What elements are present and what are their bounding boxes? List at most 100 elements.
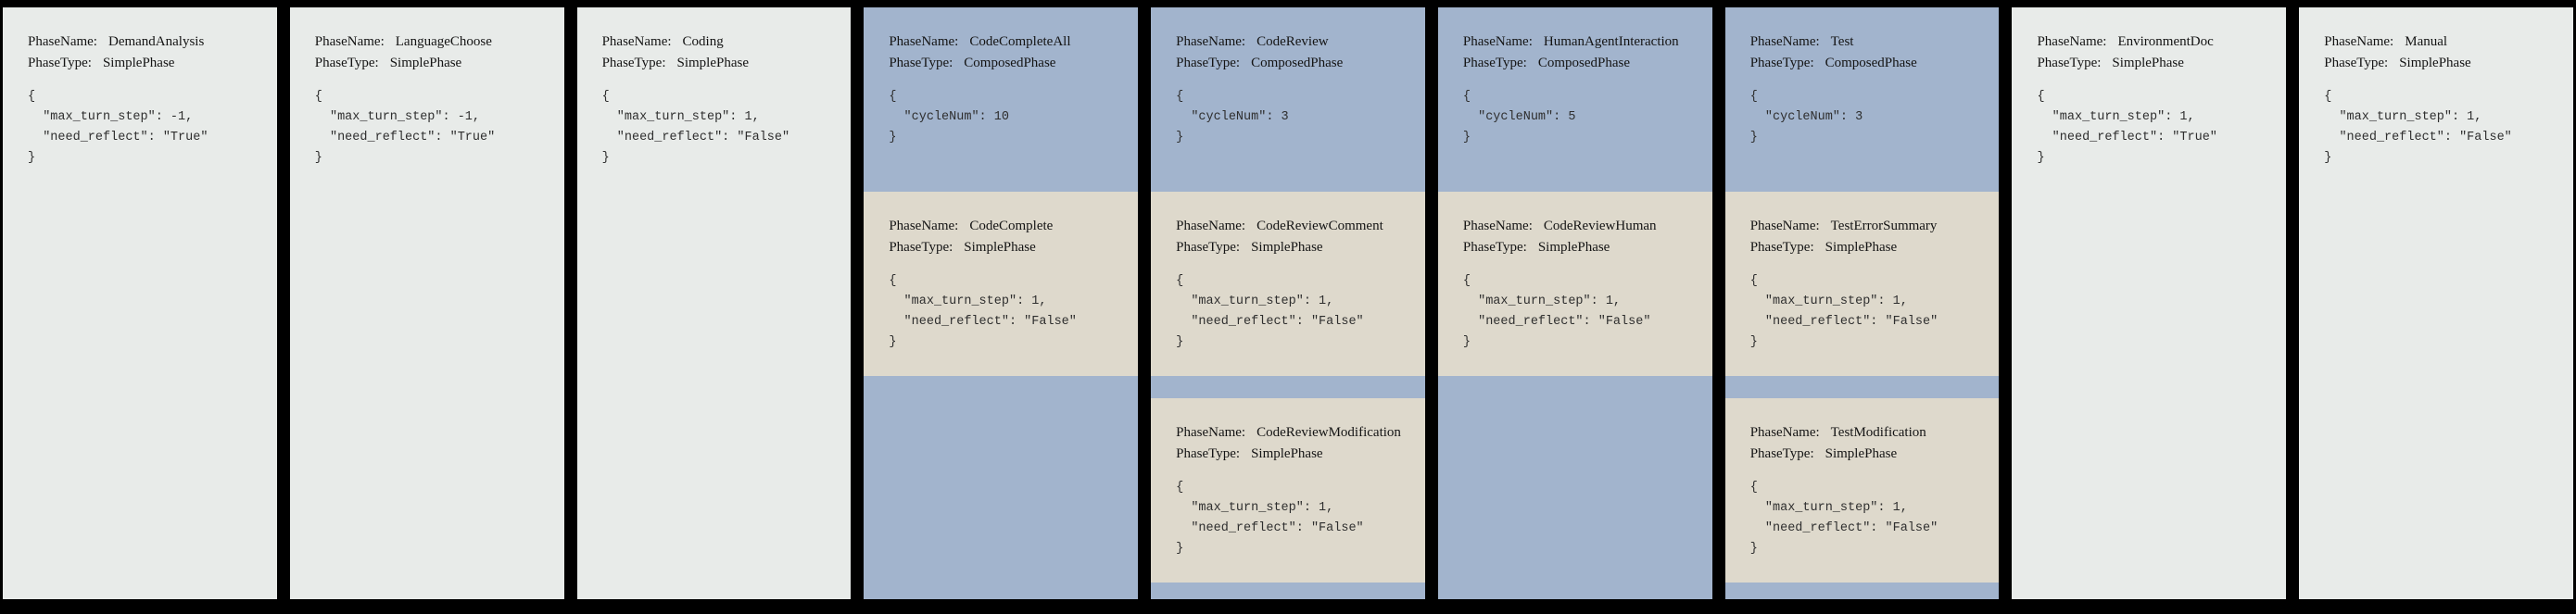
phase-config-json: { "cycleNum": 5 } <box>1462 90 1576 144</box>
phase-name-label: PhaseName: <box>28 34 97 49</box>
subphase-card-code-complete: PhaseName: CodeComplete PhaseType: SimpleP… <box>864 192 1139 376</box>
phase-card-code-complete-all: PhaseName:CodeCompleteAll PhaseType: Comp… <box>864 7 1139 599</box>
phase-name-label: PhaseName: <box>1176 219 1246 233</box>
phase-type-row: PhaseType: SimplePhase <box>1750 444 1981 465</box>
phase-config-json: { "max_turn_step": 1, "need_reflect": "F… <box>601 90 790 165</box>
phase-name-value: HumanAgentInteraction <box>1543 34 1679 49</box>
phase-name-value: CodeReviewComment <box>1256 219 1383 233</box>
phase-name-row: PhaseName: HumanAgentInteraction <box>1463 31 1694 53</box>
phase-type-value: SimplePhase <box>1251 240 1323 255</box>
phase-name-value: CodeReviewHuman <box>1543 219 1657 233</box>
phase-card-language-choose: PhaseName:LanguageChoose PhaseType: Simpl… <box>289 7 564 599</box>
phase-name-label: PhaseName: <box>889 219 959 233</box>
phase-config-json: { "max_turn_step": 1, "need_reflect": "F… <box>1176 481 1364 556</box>
phase-name-label: PhaseName: <box>1462 219 1533 233</box>
phase-type-row: PhaseType:SimplePhase <box>2037 53 2267 74</box>
phase-type-value: SimplePhase <box>1537 240 1610 255</box>
phase-name-value: Test <box>1830 34 1854 49</box>
phase-name-row: PhaseName: TestModification <box>1750 422 1981 444</box>
phase-type-row: PhaseType:ComposedPhase <box>1750 53 1981 74</box>
phase-name-label: PhaseName: <box>314 34 385 49</box>
phase-config-json: { "max_turn_step": -1, "need_reflect": "… <box>314 90 496 165</box>
phase-name-label: PhaseName: <box>601 34 672 49</box>
phase-type-label: PhaseType: <box>601 56 666 70</box>
phase-type-value: SimplePhase <box>1825 240 1898 255</box>
phase-name-value: TestErrorSummary <box>1830 219 1938 233</box>
subphase-card-code-review-human: PhaseName: CodeReviewHuman PhaseType: Simp… <box>1437 192 1712 376</box>
phase-type-label: PhaseType: <box>889 56 953 70</box>
phase-type-row: PhaseType: SimplePhase <box>1750 237 1981 258</box>
phase-name-label: PhaseName: <box>1749 219 1820 233</box>
subphase-card-test-modification: PhaseName: TestModification PhaseType: Sim… <box>1724 398 2000 583</box>
phase-name-value: CodeComplete <box>969 219 1054 233</box>
phase-type-value: SimplePhase <box>964 240 1036 255</box>
phase-type-label: PhaseType: <box>2324 56 2389 70</box>
phase-name-value: Manual <box>2405 34 2448 49</box>
composed-phase-header: PhaseName:Test PhaseType:ComposedPhase {… <box>1725 7 2000 192</box>
phase-type-label: PhaseType: <box>889 240 953 255</box>
phase-type-row: PhaseType: ComposedPhase <box>889 53 1119 74</box>
phase-type-label: PhaseType: <box>1462 56 1527 70</box>
phase-config-json: { "cycleNum": 10 } <box>889 90 1009 144</box>
phase-config-json: { "max_turn_step": -1, "need_reflect": "… <box>28 90 208 165</box>
phase-type-value: ComposedPhase <box>1825 56 1917 70</box>
phase-type-label: PhaseType: <box>1749 240 1814 255</box>
phase-config-json: { "max_turn_step": 1, "need_reflect": "F… <box>1749 274 1938 349</box>
phase-name-row: PhaseName:Test <box>1750 31 1981 53</box>
phase-name-row: PhaseName: TestErrorSummary <box>1750 216 1981 237</box>
phase-card-body: PhaseName: DemandAnalysis PhaseType: Simpl… <box>3 7 277 169</box>
phase-type-value: SimplePhase <box>1825 446 1898 461</box>
phase-name-label: PhaseName: <box>1749 425 1820 440</box>
phase-type-row: PhaseType:ComposedPhase <box>1463 53 1694 74</box>
phase-type-value: SimplePhase <box>676 56 750 70</box>
phase-type-row: PhaseType: SimplePhase <box>28 53 259 74</box>
phase-type-label: PhaseType: <box>1462 240 1527 255</box>
phase-name-label: PhaseName: <box>2324 34 2394 49</box>
phase-card-body: PhaseName:Coding PhaseType:SimplePhase {… <box>577 7 852 169</box>
phase-type-label: PhaseType: <box>1176 446 1241 461</box>
subphase-card-code-review-modification: PhaseName: CodeReviewModification PhaseTy… <box>1151 398 1425 583</box>
phase-card-demand-analysis: PhaseName: DemandAnalysis PhaseType: Simpl… <box>3 7 277 599</box>
subphase-card-test-error-summary: PhaseName: TestErrorSummary PhaseType: Sim… <box>1724 192 2000 376</box>
phase-name-label: PhaseName: <box>1462 34 1533 49</box>
phase-name-row: PhaseName: CodeReviewComment <box>1176 216 1407 237</box>
phase-type-label: PhaseType: <box>314 56 379 70</box>
composed-phase-header: PhaseName:CodeCompleteAll PhaseType: Comp… <box>864 7 1138 192</box>
phase-type-value: SimplePhase <box>389 56 462 70</box>
phase-card-body: PhaseName: EnvironmentDoc PhaseType:Simpl… <box>2012 7 2286 169</box>
phase-name-value: CodeReviewModification <box>1256 425 1401 440</box>
phase-config-json: { "max_turn_step": 1, "need_reflect": "F… <box>889 274 1077 349</box>
phase-type-label: PhaseType: <box>1749 446 1814 461</box>
phase-name-value: DemandAnalysis <box>107 34 205 49</box>
phase-card-body: PhaseName:LanguageChoose PhaseType: Simpl… <box>290 7 564 169</box>
phase-name-row: PhaseName:CodeCompleteAll <box>889 31 1119 53</box>
phase-name-value: TestModification <box>1830 425 1926 440</box>
phase-name-row: PhaseName: CodeComplete <box>889 216 1119 237</box>
phase-card-human-agent-interaction: PhaseName: HumanAgentInteraction PhaseTyp… <box>1437 7 1712 599</box>
phase-card-code-review: PhaseName:CodeReview PhaseType:ComposedP… <box>1151 7 1425 599</box>
phase-type-label: PhaseType: <box>1176 240 1241 255</box>
phase-config-json: { "cycleNum": 3 } <box>1176 90 1289 144</box>
phase-name-label: PhaseName: <box>1176 34 1246 49</box>
phase-type-label: PhaseType: <box>2037 56 2102 70</box>
phase-type-value: SimplePhase <box>102 56 175 70</box>
phase-type-row: PhaseType: SimplePhase <box>602 53 833 74</box>
phase-name-label: PhaseName: <box>1176 425 1246 440</box>
phase-type-row: PhaseType: SimplePhase <box>1463 237 1694 258</box>
phase-name-row: PhaseName:LanguageChoose <box>315 31 546 53</box>
composed-phase-header: PhaseName: HumanAgentInteraction PhaseTyp… <box>1438 7 1712 192</box>
phase-name-row: PhaseName: CodeReviewModification <box>1176 422 1407 444</box>
phase-name-value: EnvironmentDoc <box>2117 34 2214 49</box>
phase-config-json: { "max_turn_step": 1, "need_reflect": "F… <box>1462 274 1651 349</box>
phase-config-json: { "max_turn_step": 1, "need_reflect": "F… <box>2324 90 2512 165</box>
phase-type-value: ComposedPhase <box>964 56 1056 70</box>
phase-type-row: PhaseType:SimplePhase <box>1176 444 1407 465</box>
phase-name-row: PhaseName: Manual <box>2324 31 2555 53</box>
phase-type-label: PhaseType: <box>28 56 92 70</box>
phase-name-label: PhaseName: <box>2037 34 2107 49</box>
phase-config-json: { "cycleNum": 3 } <box>1749 90 1863 144</box>
phase-name-row: PhaseName:CodeReview <box>1176 31 1407 53</box>
subphase-card-code-review-comment: PhaseName: CodeReviewComment PhaseType: Si… <box>1151 192 1425 376</box>
phase-config-json: { "max_turn_step": 1, "need_reflect": "F… <box>1176 274 1364 349</box>
